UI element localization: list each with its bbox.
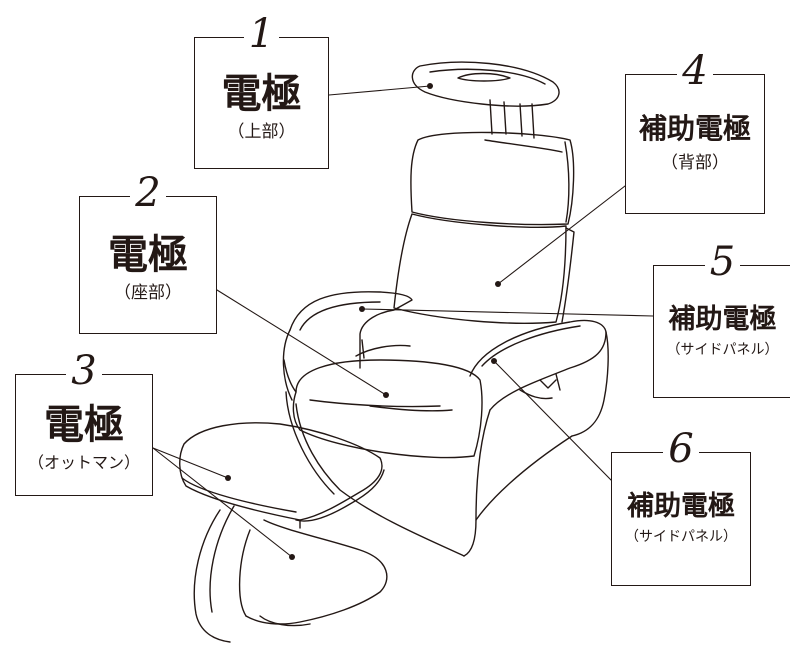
- callout-subtitle: （座部）: [114, 283, 182, 303]
- callout-number: 1: [243, 11, 280, 57]
- callout-number: 2: [130, 170, 166, 216]
- left-arm-body: [282, 291, 413, 401]
- callout-5: 5 補助電極 （サイドパネル）: [653, 239, 790, 398]
- callout-title: 補助電極: [668, 304, 777, 335]
- callout-number: 4: [677, 48, 713, 94]
- upper-back-cushion: [410, 131, 575, 226]
- callout-3: 3 電極 （オットマン）: [15, 348, 153, 496]
- callout-subtitle: （サイドパネル）: [625, 529, 737, 545]
- callout-number: 3: [66, 348, 102, 394]
- callout-number: 6: [663, 426, 699, 472]
- callout-2: 2 電極 （座部）: [79, 170, 217, 334]
- callout-title: 電極: [108, 231, 188, 278]
- callout-title: 電極: [44, 401, 124, 448]
- callout-number: 5: [704, 239, 741, 285]
- callout-title: 補助電極: [627, 491, 735, 522]
- callout-6: 6 補助電極 （サイドパネル）: [611, 426, 751, 586]
- callout-title: 電極: [221, 70, 302, 117]
- callout-subtitle: （サイドパネル）: [666, 342, 779, 358]
- callout-subtitle: （上部）: [227, 122, 296, 142]
- headrest: [411, 61, 560, 139]
- callout-subtitle: （背部）: [661, 153, 729, 173]
- chair-base: [285, 391, 573, 557]
- ottoman-upper: [179, 422, 385, 529]
- leader-dots: [225, 83, 501, 560]
- right-arm-side-panel: [463, 319, 609, 557]
- callout-subtitle: （オットマン）: [27, 453, 140, 472]
- callout-4: 4 補助電極 （背部）: [625, 48, 765, 214]
- ottoman-lower: [193, 505, 388, 643]
- leader-lines: [152, 85, 654, 558]
- back-cushion: [393, 213, 575, 324]
- callout-title: 補助電極: [638, 112, 751, 145]
- seat-cushion: [292, 339, 483, 459]
- callout-1: 1 電極 （上部）: [194, 11, 329, 169]
